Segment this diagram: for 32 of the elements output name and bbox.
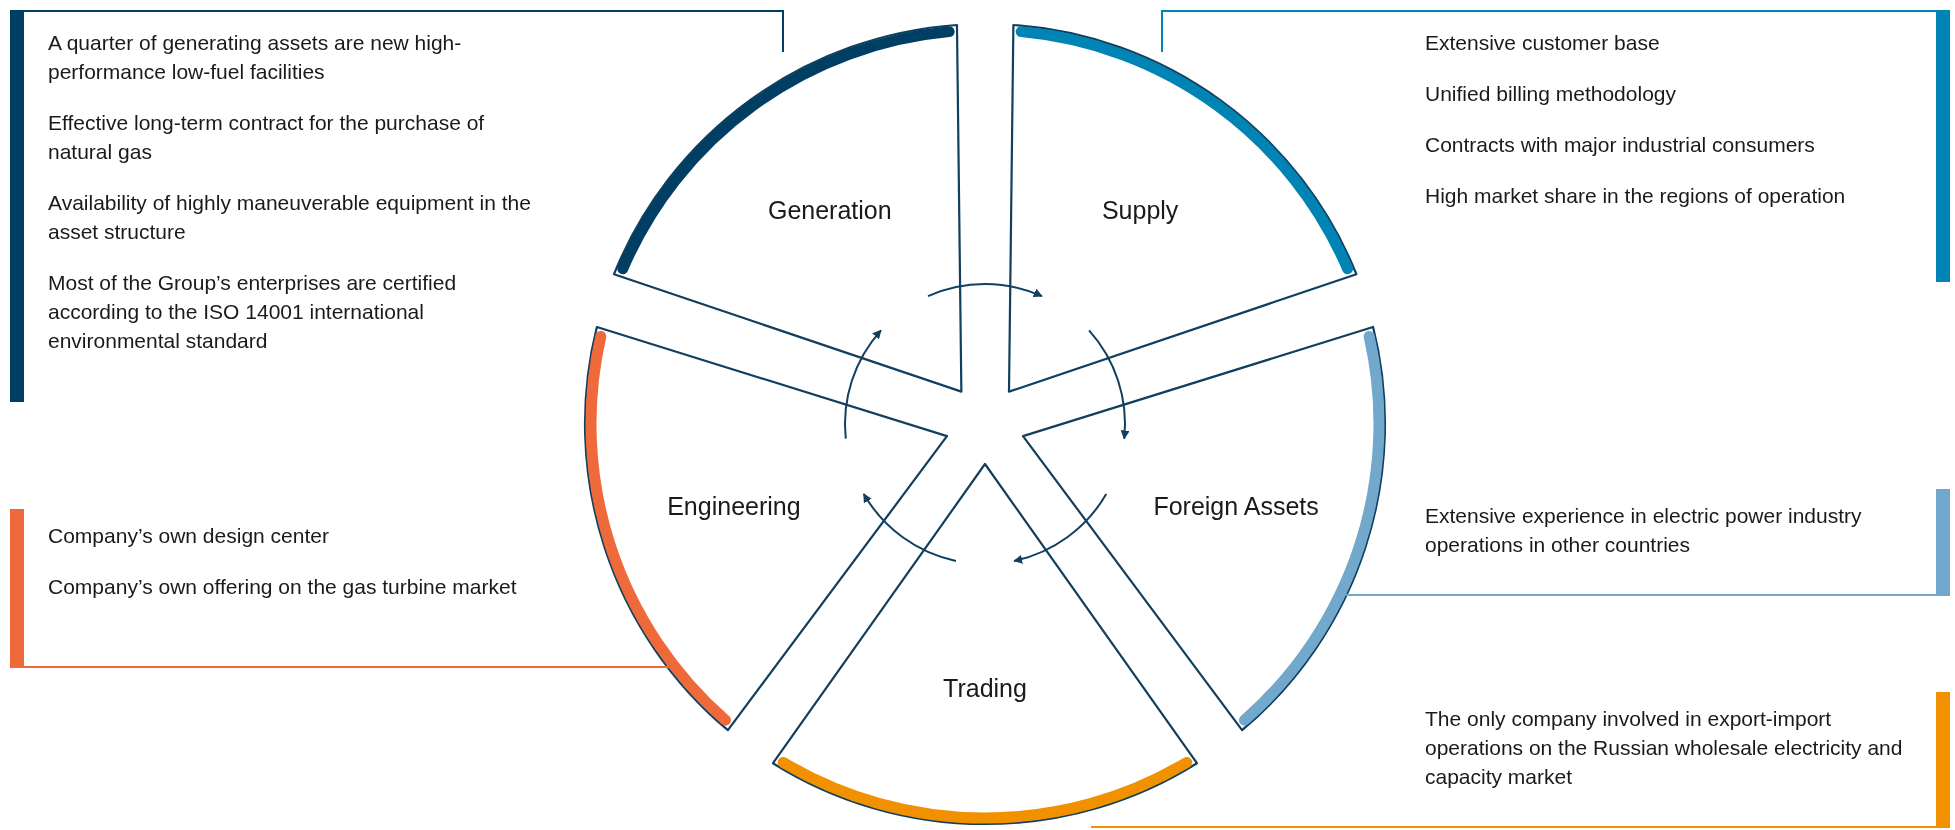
leader-line: [1090, 826, 1401, 828]
panel-text: Contracts with major industrial consumers: [1425, 132, 1816, 158]
leader-line: [1161, 10, 1401, 53]
panel-text: Extensive customer base: [1425, 30, 1661, 56]
segment-label: Engineering: [667, 491, 801, 521]
panel-text: Extensive experience in electric power industry operations in other countries: [1425, 503, 1863, 558]
cycle-arrow: [1088, 329, 1130, 440]
panel-text: Effective long-term contract for the purchase of natural gas: [48, 110, 486, 165]
leader-line: [569, 665, 669, 668]
info-panel: [10, 10, 570, 402]
cycle-arrow: [862, 493, 957, 562]
panel-text: A quarter of generating assets are new high-performance low-fuel facilities: [48, 30, 463, 85]
leader-line: [1346, 593, 1401, 596]
segment-label: Generation: [767, 195, 892, 225]
cycle-arrow: [1013, 493, 1108, 564]
segment-label: Supply: [1101, 195, 1179, 225]
panel-text: High market share in the regions of operation: [1425, 183, 1847, 209]
panel-text: Most of the Group’s enterprises are certified according to the ISO 14001 international environmental standard: [48, 270, 458, 354]
panel-text: Availability of highly maneuverable equipment in the asset structure: [48, 190, 532, 245]
info-panel: [1400, 10, 1950, 282]
info-panel: [1400, 692, 1950, 828]
info-panel: [1400, 489, 1950, 596]
panel-text: Company’s own design center: [48, 523, 330, 549]
cycle-arrow: [844, 329, 882, 440]
info-panel: [10, 509, 570, 668]
panel-text: Company’s own offering on the gas turbine market: [48, 574, 518, 600]
panel-text: Unified billing methodology: [1425, 81, 1677, 107]
segment-label: Trading: [943, 673, 1027, 703]
panel-text: The only company involved in export-import operations on the Russian wholesale electricity and capacity market: [1425, 706, 1904, 790]
leader-line: [569, 10, 784, 53]
segment-label: Foreign Assets: [1153, 491, 1319, 521]
cycle-arrow: [927, 283, 1043, 298]
